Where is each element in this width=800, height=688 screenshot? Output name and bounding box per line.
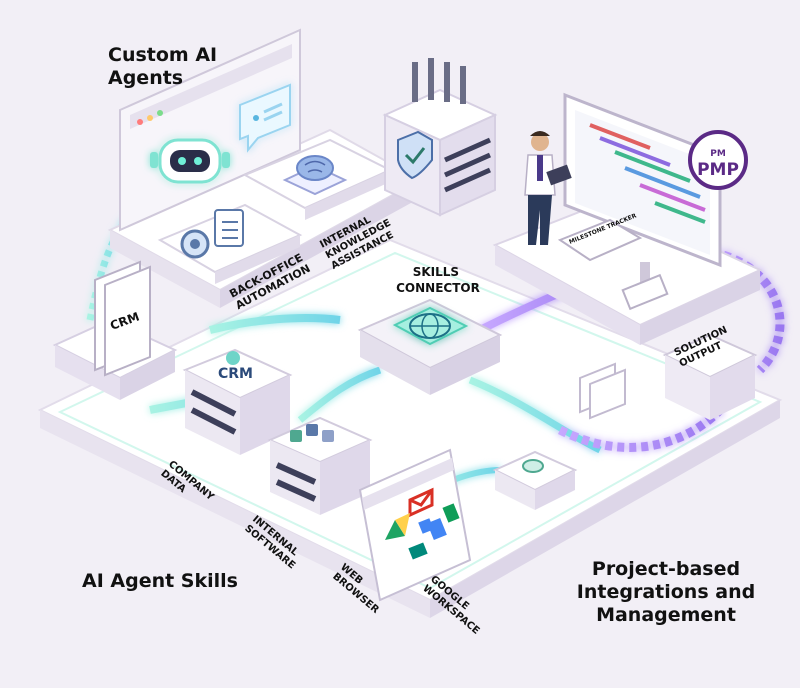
project-platform: [492, 198, 763, 345]
svg-text:PM: PM: [710, 149, 726, 159]
docs-icon: [427, 518, 447, 540]
small-device: [492, 450, 578, 510]
brain-icon: [282, 155, 348, 196]
skills-connector-hub: [357, 298, 503, 395]
back-office-tile: [157, 203, 303, 284]
security-server: [382, 58, 498, 217]
skills-connector-label: SKILLS CONNECTOR: [396, 265, 480, 295]
crm-docs: CRM: [52, 260, 178, 400]
solution-output-box: [662, 333, 758, 420]
knowledge-assistance-tile: [242, 138, 393, 220]
crm-server: CRM: [182, 348, 293, 455]
gantt-monitor: [563, 92, 722, 282]
pmp-badge: PM PMP: [688, 130, 748, 190]
clipboard-icon: [214, 209, 244, 247]
person-icon: [524, 131, 572, 245]
chat-bubble-icon: [239, 83, 291, 153]
custom-agents-heading: Custom AI Agents: [108, 44, 218, 90]
milestone-board: MILESTONE TRACKER: [557, 212, 669, 311]
shield-check-icon: [397, 130, 433, 180]
output-docs: [579, 362, 626, 420]
web-browser-window: [358, 448, 472, 602]
agent-skills-heading: AI Agent Skills: [82, 570, 238, 592]
globe-brain-icon: [392, 306, 469, 346]
pmp-text: PMP: [697, 160, 739, 180]
gear-icon: [180, 229, 210, 259]
software-server: [267, 416, 373, 515]
project-based-heading: Project-based Integrations and Managemen…: [576, 558, 756, 627]
drive-icon: [385, 513, 410, 540]
agent-monitor: [119, 28, 301, 232]
crm-server-label: CRM: [218, 366, 253, 382]
cable-connectors: [412, 58, 466, 104]
gmail-icon: [408, 487, 434, 518]
meet-icon: [408, 542, 428, 560]
robot-icon: [150, 138, 230, 184]
